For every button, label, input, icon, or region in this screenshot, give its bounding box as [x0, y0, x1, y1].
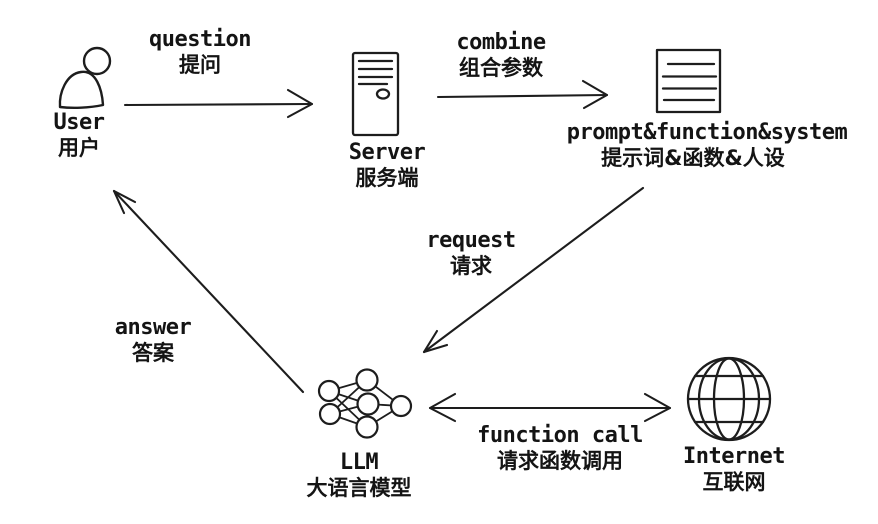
function-call-edge-label-zh: 请求函数调用	[497, 449, 623, 473]
arrow-question	[123, 88, 314, 119]
arrow-answer	[112, 189, 305, 394]
answer-edge-label: answer 答案	[114, 315, 192, 367]
request-edge-label-zh: 请求	[450, 254, 492, 278]
combine-edge-label-zh: 组合参数	[459, 56, 543, 80]
answer-edge-label-zh: 答案	[131, 341, 174, 365]
user-label-zh: 用户	[57, 136, 100, 160]
neural-network-icon	[317, 368, 413, 439]
llm-label-zh: 大语言模型	[306, 476, 412, 500]
question-edge-label-zh: 提问	[179, 53, 221, 77]
prompt-label-en: prompt&function&system	[566, 120, 848, 145]
person-icon	[58, 46, 112, 110]
combine-edge-label: combine 组合参数	[456, 30, 546, 82]
user-label-en: User	[53, 110, 105, 135]
server-tower-icon	[351, 51, 400, 137]
server-label-zh: 服务端	[355, 166, 419, 190]
server-label: Server 服务端	[348, 140, 426, 192]
combine-edge-label-en: combine	[456, 30, 546, 55]
arrow-request	[422, 186, 645, 354]
answer-edge-label-en: answer	[114, 315, 192, 340]
document-icon	[655, 48, 722, 114]
function-call-edge-label-en: function call	[477, 423, 643, 448]
llm-label-en: LLM	[339, 450, 379, 475]
prompt-label: prompt&function&system 提示词&函数&人设	[566, 120, 848, 172]
llm-label: LLM 大语言模型	[307, 451, 412, 502]
server-label-en: Server	[348, 140, 426, 165]
user-label: User 用户	[54, 111, 105, 162]
function-call-edge-label: function call 请求函数调用	[477, 424, 643, 475]
question-edge-label-en: question	[149, 27, 251, 52]
request-edge-label: request 请求	[426, 228, 516, 280]
request-edge-label-en: request	[426, 228, 516, 253]
globe-icon	[686, 356, 772, 442]
arrow-combine	[436, 79, 609, 110]
arrow-function-call	[428, 392, 672, 423]
internet-label: Internet 互联网	[683, 445, 785, 496]
internet-label-en: Internet	[683, 444, 785, 469]
internet-label-zh: 互联网	[702, 470, 766, 494]
prompt-label-zh: 提示词&函数&人设	[601, 146, 785, 170]
question-edge-label: question 提问	[149, 28, 251, 79]
